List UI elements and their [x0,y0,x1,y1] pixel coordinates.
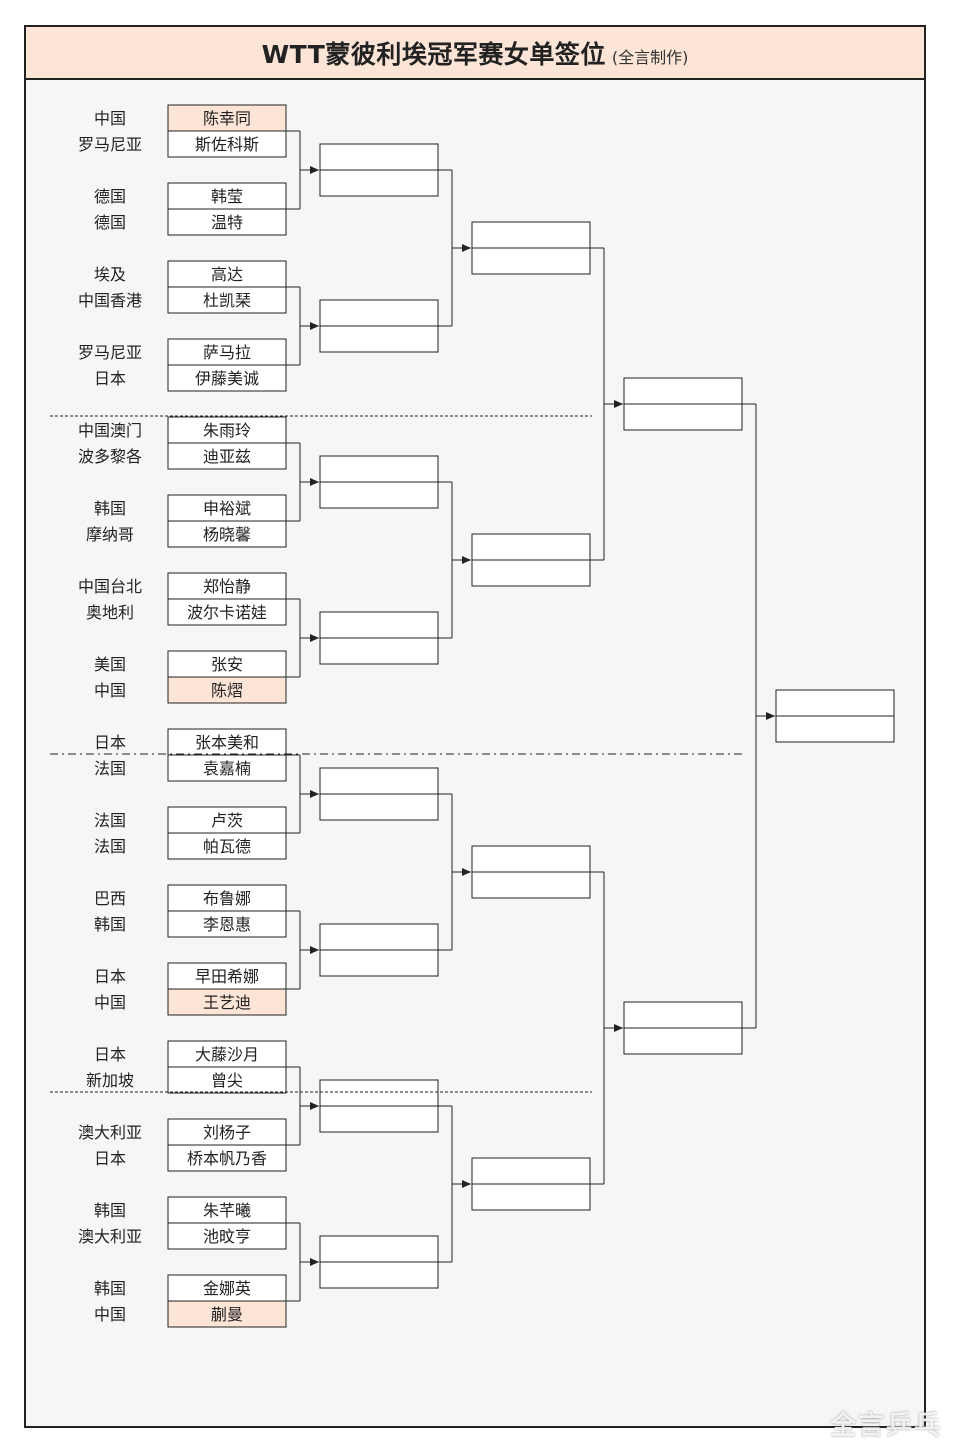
player-country: 日本 [94,733,126,752]
player-country: 澳大利亚 [78,1227,142,1246]
player-box [167,260,287,288]
player-name: 朱雨玲 [203,421,251,440]
player-country: 法国 [94,759,126,778]
player-country: 中国 [94,109,126,128]
player-country: 日本 [94,967,126,986]
player-box [167,416,287,444]
player-name: 张本美和 [195,733,259,752]
player-box [167,598,287,626]
player-country: 中国 [94,681,126,700]
player-name: 陈幸同 [203,109,251,128]
player-box [167,1144,287,1172]
player-box [167,754,287,782]
player-country: 中国台北 [78,577,142,596]
player-name: 桥本帆乃香 [187,1149,267,1168]
player-name: 陈熠 [211,681,243,700]
player-name: 温特 [211,213,243,232]
player-name: 朱芊曦 [203,1201,251,1220]
player-box [167,364,287,392]
player-name: 袁嘉楠 [203,759,251,778]
player-name: 帕瓦德 [203,837,251,856]
player-country: 日本 [94,1149,126,1168]
player-country: 中国 [94,993,126,1012]
player-country: 新加坡 [86,1071,134,1090]
player-name: 刘杨子 [203,1123,251,1142]
player-box [167,182,287,210]
player-country: 中国澳门 [78,421,142,440]
player-country: 中国香港 [78,291,142,310]
player-country: 韩国 [94,1201,126,1220]
watermark-logo: 全言乒乓 [829,1411,942,1441]
player-name: 伊藤美诚 [195,369,259,388]
player-country: 中国 [94,1305,126,1324]
player-country: 日本 [94,1045,126,1064]
player-name: 早田希娜 [195,967,259,986]
player-name: 迪亚兹 [203,447,251,466]
player-box [167,910,287,938]
player-box [167,338,287,366]
player-box [167,1066,287,1094]
player-country: 奥地利 [86,603,134,622]
player-box [167,286,287,314]
player-name: 萨马拉 [203,343,251,362]
player-box [167,520,287,548]
player-box [167,1222,287,1250]
player-country: 摩纳哥 [86,525,134,544]
player-name: 曾尖 [211,1071,243,1090]
player-name: 大藤沙月 [195,1045,259,1064]
player-box [167,728,287,756]
player-country: 德国 [94,187,126,206]
player-box [167,572,287,600]
player-country: 巴西 [94,889,126,908]
player-country: 罗马尼亚 [78,135,142,154]
player-box [167,832,287,860]
player-name: 杨晓馨 [203,525,251,544]
page-title: WTT蒙彼利埃冠军赛女单签位 [261,39,606,69]
player-name: 池旼亨 [203,1227,251,1246]
player-box [167,1274,287,1302]
player-name: 王艺迪 [203,993,251,1012]
player-name: 韩莹 [211,187,243,206]
player-box [167,1300,287,1328]
player-box [167,442,287,470]
player-country: 澳大利亚 [78,1123,142,1142]
player-box [167,1040,287,1068]
player-country: 韩国 [94,915,126,934]
player-country: 法国 [94,837,126,856]
player-name: 卢茨 [211,811,243,830]
credit-note: (全言制作) [611,47,689,67]
player-country: 韩国 [94,1279,126,1298]
player-name: 高达 [211,265,243,284]
player-box [167,650,287,678]
player-box [167,806,287,834]
player-box [167,988,287,1016]
player-name: 张安 [211,655,243,674]
player-country: 美国 [94,655,126,674]
player-name: 波尔卡诺娃 [187,603,267,622]
player-box [167,130,287,158]
player-country: 法国 [94,811,126,830]
player-name: 杜凯琹 [203,291,251,310]
player-name: 斯佐科斯 [195,135,259,154]
player-name: 申裕斌 [203,499,251,518]
player-box [167,676,287,704]
player-name: 蒯曼 [211,1305,243,1324]
player-name: 布鲁娜 [203,889,251,908]
player-country: 波多黎各 [78,447,142,466]
player-country: 罗马尼亚 [78,343,142,362]
player-name: 李恩惠 [203,915,251,934]
player-name: 金娜英 [203,1279,251,1298]
player-country: 德国 [94,213,126,232]
player-country: 埃及 [94,265,126,284]
player-box [167,208,287,236]
header-bar: WTT蒙彼利埃冠军赛女单签位 (全言制作) [26,27,924,80]
player-name: 郑怡静 [203,577,251,596]
player-country: 韩国 [94,499,126,518]
player-country: 日本 [94,369,126,388]
